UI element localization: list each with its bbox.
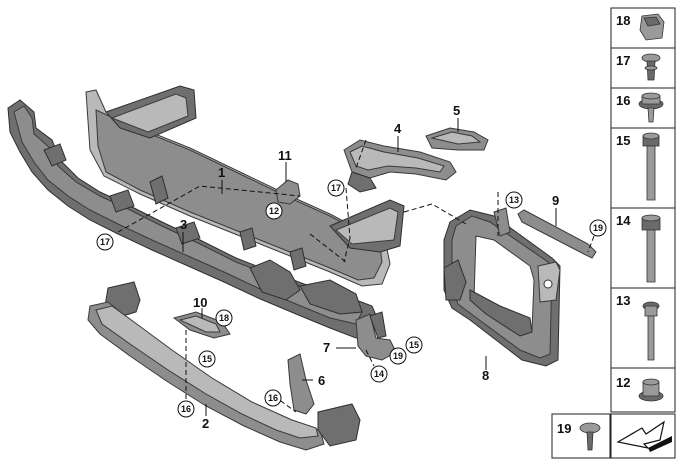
small-bracket-part [425, 127, 489, 151]
collar-screw-icon [638, 92, 664, 123]
svg-text:17: 17 [331, 183, 341, 193]
hex-bolt-icon [641, 214, 661, 283]
ref-17-upper: 17 [327, 179, 345, 197]
lower-cross-member-part [87, 281, 361, 451]
ref-19-top: 19 [589, 219, 607, 237]
callout-6: 6 [318, 373, 325, 388]
callout-2: 2 [202, 416, 209, 431]
svg-text:17: 17 [100, 237, 110, 247]
circled-refs: 17 17 12 13 19 18 15 16 15 19 14 16 [96, 179, 607, 418]
sidebar-num-17: 17 [616, 53, 630, 68]
ref-12: 12 [265, 202, 283, 220]
svg-text:13: 13 [509, 195, 519, 205]
callout-10: 10 [193, 295, 207, 310]
callout-8: 8 [482, 368, 489, 383]
pan-head-screw-icon [579, 422, 601, 451]
bumper-carrier-part [7, 99, 379, 339]
svg-text:15: 15 [409, 340, 419, 350]
footer-box: 19 [551, 413, 676, 459]
ref-16-left: 16 [177, 400, 195, 418]
strap-part [517, 209, 597, 259]
flange-nut-icon [638, 378, 664, 402]
callout-labels: 1 2 3 4 5 6 7 8 9 10 11 [180, 103, 559, 431]
svg-text:15: 15 [202, 354, 212, 364]
ref-15-left: 15 [198, 350, 216, 368]
callout-11: 11 [278, 148, 292, 163]
arrow-indicator-icon [616, 420, 672, 452]
ref-16-right: 16 [264, 389, 282, 407]
svg-text:18: 18 [219, 313, 229, 323]
callout-9: 9 [552, 193, 559, 208]
sidebar-num-12: 12 [616, 375, 630, 390]
svg-text:12: 12 [269, 206, 279, 216]
sidebar-num-14: 14 [616, 213, 631, 228]
callout-4: 4 [394, 121, 402, 136]
hardware-sidebar: 18 17 16 15 14 13 12 [610, 7, 676, 413]
ref-17-left: 17 [96, 233, 114, 251]
svg-text:19: 19 [393, 351, 403, 361]
callout-7: 7 [323, 340, 330, 355]
callout-5: 5 [453, 103, 460, 118]
ref-15-right: 15 [405, 336, 423, 354]
svg-text:19: 19 [593, 223, 603, 233]
sidebar-num-15: 15 [616, 133, 630, 148]
upper-bracket-part [343, 139, 457, 193]
sidebar-num-18: 18 [616, 13, 630, 28]
mount-bracket-part [355, 311, 397, 361]
ref-13: 13 [505, 191, 523, 209]
sidebar-num-13: 13 [616, 293, 630, 308]
ref-18: 18 [215, 309, 233, 327]
ref-14: 14 [370, 365, 388, 383]
callout-1: 1 [218, 165, 225, 180]
svg-text:14: 14 [374, 369, 384, 379]
long-hex-bolt-icon [642, 132, 660, 201]
torx-bolt-icon [642, 301, 660, 361]
ref-19-mid: 19 [389, 347, 407, 365]
clip-nut-icon [639, 13, 665, 41]
plate-part [172, 311, 231, 339]
svg-text:16: 16 [268, 393, 278, 403]
callout-3: 3 [180, 217, 187, 232]
svg-text:16: 16 [181, 404, 191, 414]
expanding-rivet-icon [641, 53, 661, 81]
sidebar-num-16: 16 [616, 93, 630, 108]
radiator-support-part [443, 209, 561, 367]
side-bracket-part [287, 353, 315, 415]
footer-num-19: 19 [557, 421, 571, 436]
